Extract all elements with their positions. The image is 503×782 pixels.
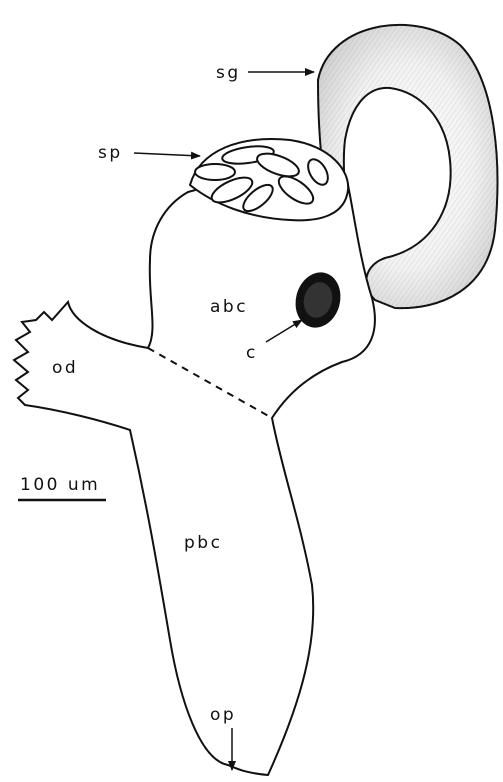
label-od: od [52,358,78,378]
label-pbc: pbc [184,533,222,553]
label-op: op [210,705,236,725]
label-c: c [246,343,258,363]
label-sp: sp [98,143,123,163]
label-sg: sg [216,63,241,83]
sp-arrow [134,153,200,156]
label-abc: abc [210,297,248,317]
label-scale: 100 um [20,475,100,495]
